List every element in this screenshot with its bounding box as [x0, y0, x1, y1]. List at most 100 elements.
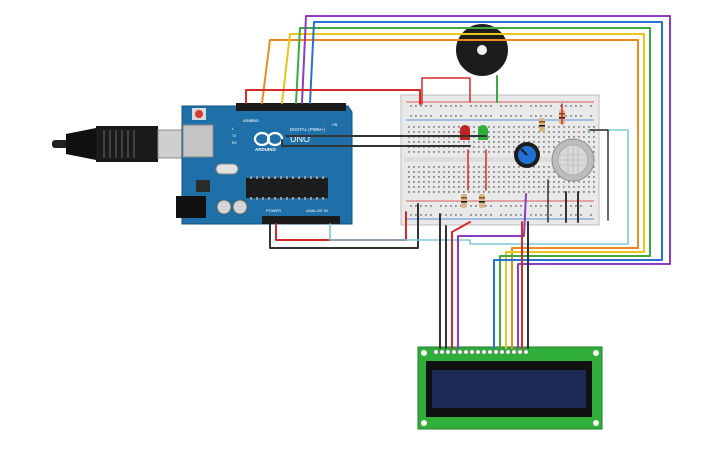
- breadboard-hole: [518, 141, 520, 143]
- breadboard-hole: [458, 186, 460, 188]
- wire-red-5v: [245, 89, 421, 105]
- rail-hole: [415, 205, 417, 207]
- breadboard-hole: [513, 166, 515, 168]
- breadboard-hole: [508, 186, 510, 188]
- breadboard-hole: [458, 191, 460, 193]
- wire-cyan-analog: [329, 129, 629, 245]
- rail-hole: [490, 205, 492, 207]
- rail-hole: [520, 205, 522, 207]
- rail-hole: [475, 115, 477, 117]
- breadboard-hole: [428, 191, 430, 193]
- breadboard-hole: [503, 181, 505, 183]
- breadboard-hole: [538, 171, 540, 173]
- breadboard-hole: [408, 171, 410, 173]
- breadboard-hole: [543, 176, 545, 178]
- potentiometer[interactable]: [514, 142, 540, 168]
- breadboard-hole: [418, 171, 420, 173]
- breadboard-hole: [513, 126, 515, 128]
- breadboard-hole: [453, 176, 455, 178]
- rail-hole: [570, 105, 572, 107]
- rail-hole: [550, 214, 552, 216]
- breadboard-hole: [558, 191, 560, 193]
- breadboard-hole: [413, 131, 415, 133]
- breadboard-hole: [533, 131, 535, 133]
- digital-label: DIGITAL (PWM~): [290, 127, 325, 132]
- breadboard-hole: [488, 166, 490, 168]
- rail-hole: [475, 105, 477, 107]
- breadboard-hole: [428, 186, 430, 188]
- breadboard-hole: [408, 151, 410, 153]
- breadboard-hole: [463, 176, 465, 178]
- breadboard-hole: [593, 166, 595, 168]
- breadboard-hole: [543, 171, 545, 173]
- breadboard-hole: [548, 141, 550, 143]
- breadboard-hole: [533, 181, 535, 183]
- breadboard-hole: [498, 176, 500, 178]
- wire-red-buzzer: [421, 77, 471, 105]
- breadboard-hole: [473, 131, 475, 133]
- lcd-mount-hole-1: [421, 350, 427, 356]
- rail-hole: [420, 105, 422, 107]
- breadboard-hole: [488, 186, 490, 188]
- breadboard-hole: [438, 141, 440, 143]
- breadboard-hole: [488, 181, 490, 183]
- breadboard-hole: [563, 186, 565, 188]
- breadboard-hole: [558, 136, 560, 138]
- breadboard-hole: [448, 186, 450, 188]
- breadboard-hole: [458, 141, 460, 143]
- rail-hole: [590, 205, 592, 207]
- breadboard-hole: [478, 186, 480, 188]
- breadboard-hole: [513, 171, 515, 173]
- breadboard-hole: [498, 136, 500, 138]
- breadboard-hole: [568, 186, 570, 188]
- breadboard-hole: [508, 176, 510, 178]
- wire-purple-pot: [457, 193, 527, 349]
- breadboard-hole: [453, 191, 455, 193]
- breadboard-hole: [513, 191, 515, 193]
- breadboard-hole: [503, 186, 505, 188]
- breadboard-hole: [438, 171, 440, 173]
- breadboard-hole: [463, 171, 465, 173]
- breadboard-hole: [593, 191, 595, 193]
- rail-hole: [425, 205, 427, 207]
- rail-hole: [545, 115, 547, 117]
- breadboard-hole: [443, 151, 445, 153]
- breadboard-hole: [463, 186, 465, 188]
- breadboard-hole: [413, 181, 415, 183]
- wire-black-right: [589, 129, 609, 221]
- breadboard-hole: [503, 176, 505, 178]
- header-label-gnd: GND: [250, 118, 259, 123]
- breadboard-hole: [493, 166, 495, 168]
- breadboard-hole: [468, 141, 470, 143]
- rail-hole: [425, 105, 427, 107]
- breadboard-hole: [543, 146, 545, 148]
- breadboard-hole: [553, 126, 555, 128]
- pot-indicator: [520, 148, 528, 156]
- breadboard-hole: [488, 136, 490, 138]
- lcd-pin: [481, 349, 487, 355]
- breadboard-hole: [503, 146, 505, 148]
- breadboard-hole: [543, 141, 545, 143]
- breadboard-hole: [543, 166, 545, 168]
- breadboard-hole: [548, 166, 550, 168]
- reset-button[interactable]: [195, 110, 203, 118]
- breadboard-hole: [523, 186, 525, 188]
- capacitor-1: [216, 199, 232, 215]
- breadboard-hole: [538, 136, 540, 138]
- breadboard-hole: [493, 136, 495, 138]
- rail-hole: [535, 115, 537, 117]
- rail-hole: [510, 205, 512, 207]
- rail-hole: [460, 105, 462, 107]
- breadboard-hole: [548, 126, 550, 128]
- power-jack: [176, 196, 206, 218]
- rail-hole: [410, 115, 412, 117]
- rail-hole: [545, 105, 547, 107]
- breadboard-hole: [473, 166, 475, 168]
- breadboard-hole: [488, 171, 490, 173]
- breadboard-hole: [508, 146, 510, 148]
- breadboard-hole: [493, 146, 495, 148]
- breadboard-hole: [468, 191, 470, 193]
- breadboard-hole: [483, 176, 485, 178]
- breadboard-hole: [548, 181, 550, 183]
- rail-hole: [530, 214, 532, 216]
